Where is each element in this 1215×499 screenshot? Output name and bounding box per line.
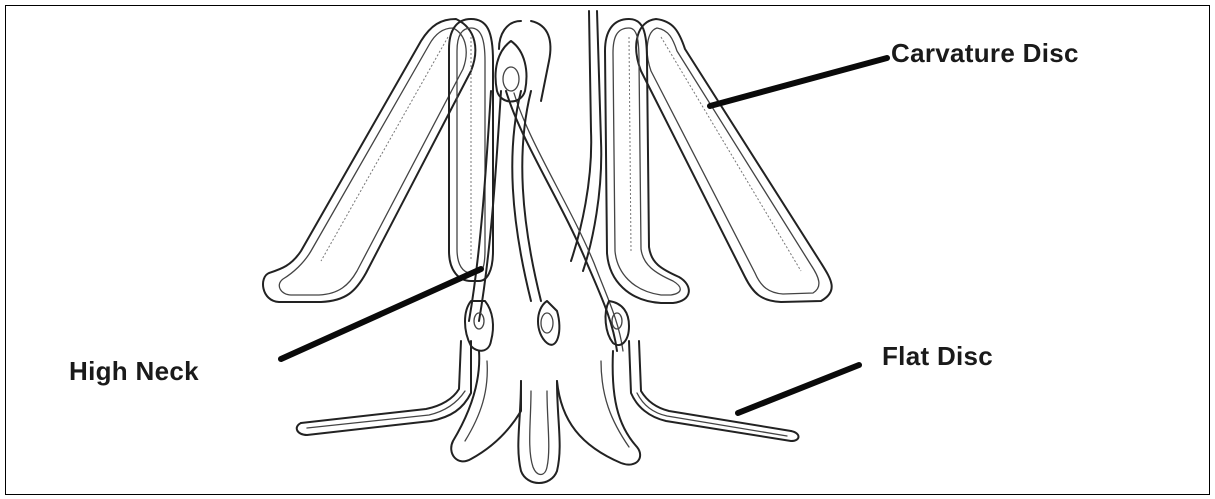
carvature-disc-label: Carvature Disc	[891, 38, 1079, 69]
carvature-disc-leader	[710, 58, 887, 106]
left-curvature-arm	[263, 19, 475, 302]
left-eyelet	[465, 301, 493, 351]
center-hub	[496, 21, 551, 102]
center-wire	[571, 11, 601, 271]
flat-disc-leader	[738, 365, 859, 413]
flat-disc-right	[629, 341, 799, 441]
flat-disc-label: Flat Disc	[882, 341, 993, 372]
right-curvature-arm	[636, 19, 831, 302]
flat-disc-left	[297, 341, 471, 435]
high-neck-label: High Neck	[69, 356, 199, 387]
bottom-lobes	[451, 351, 640, 483]
device-diagram	[6, 6, 1209, 494]
high-neck-leader	[281, 269, 481, 359]
figure-frame: Carvature Disc High Neck Flat Disc	[5, 5, 1210, 495]
center-eyelet	[538, 301, 559, 345]
